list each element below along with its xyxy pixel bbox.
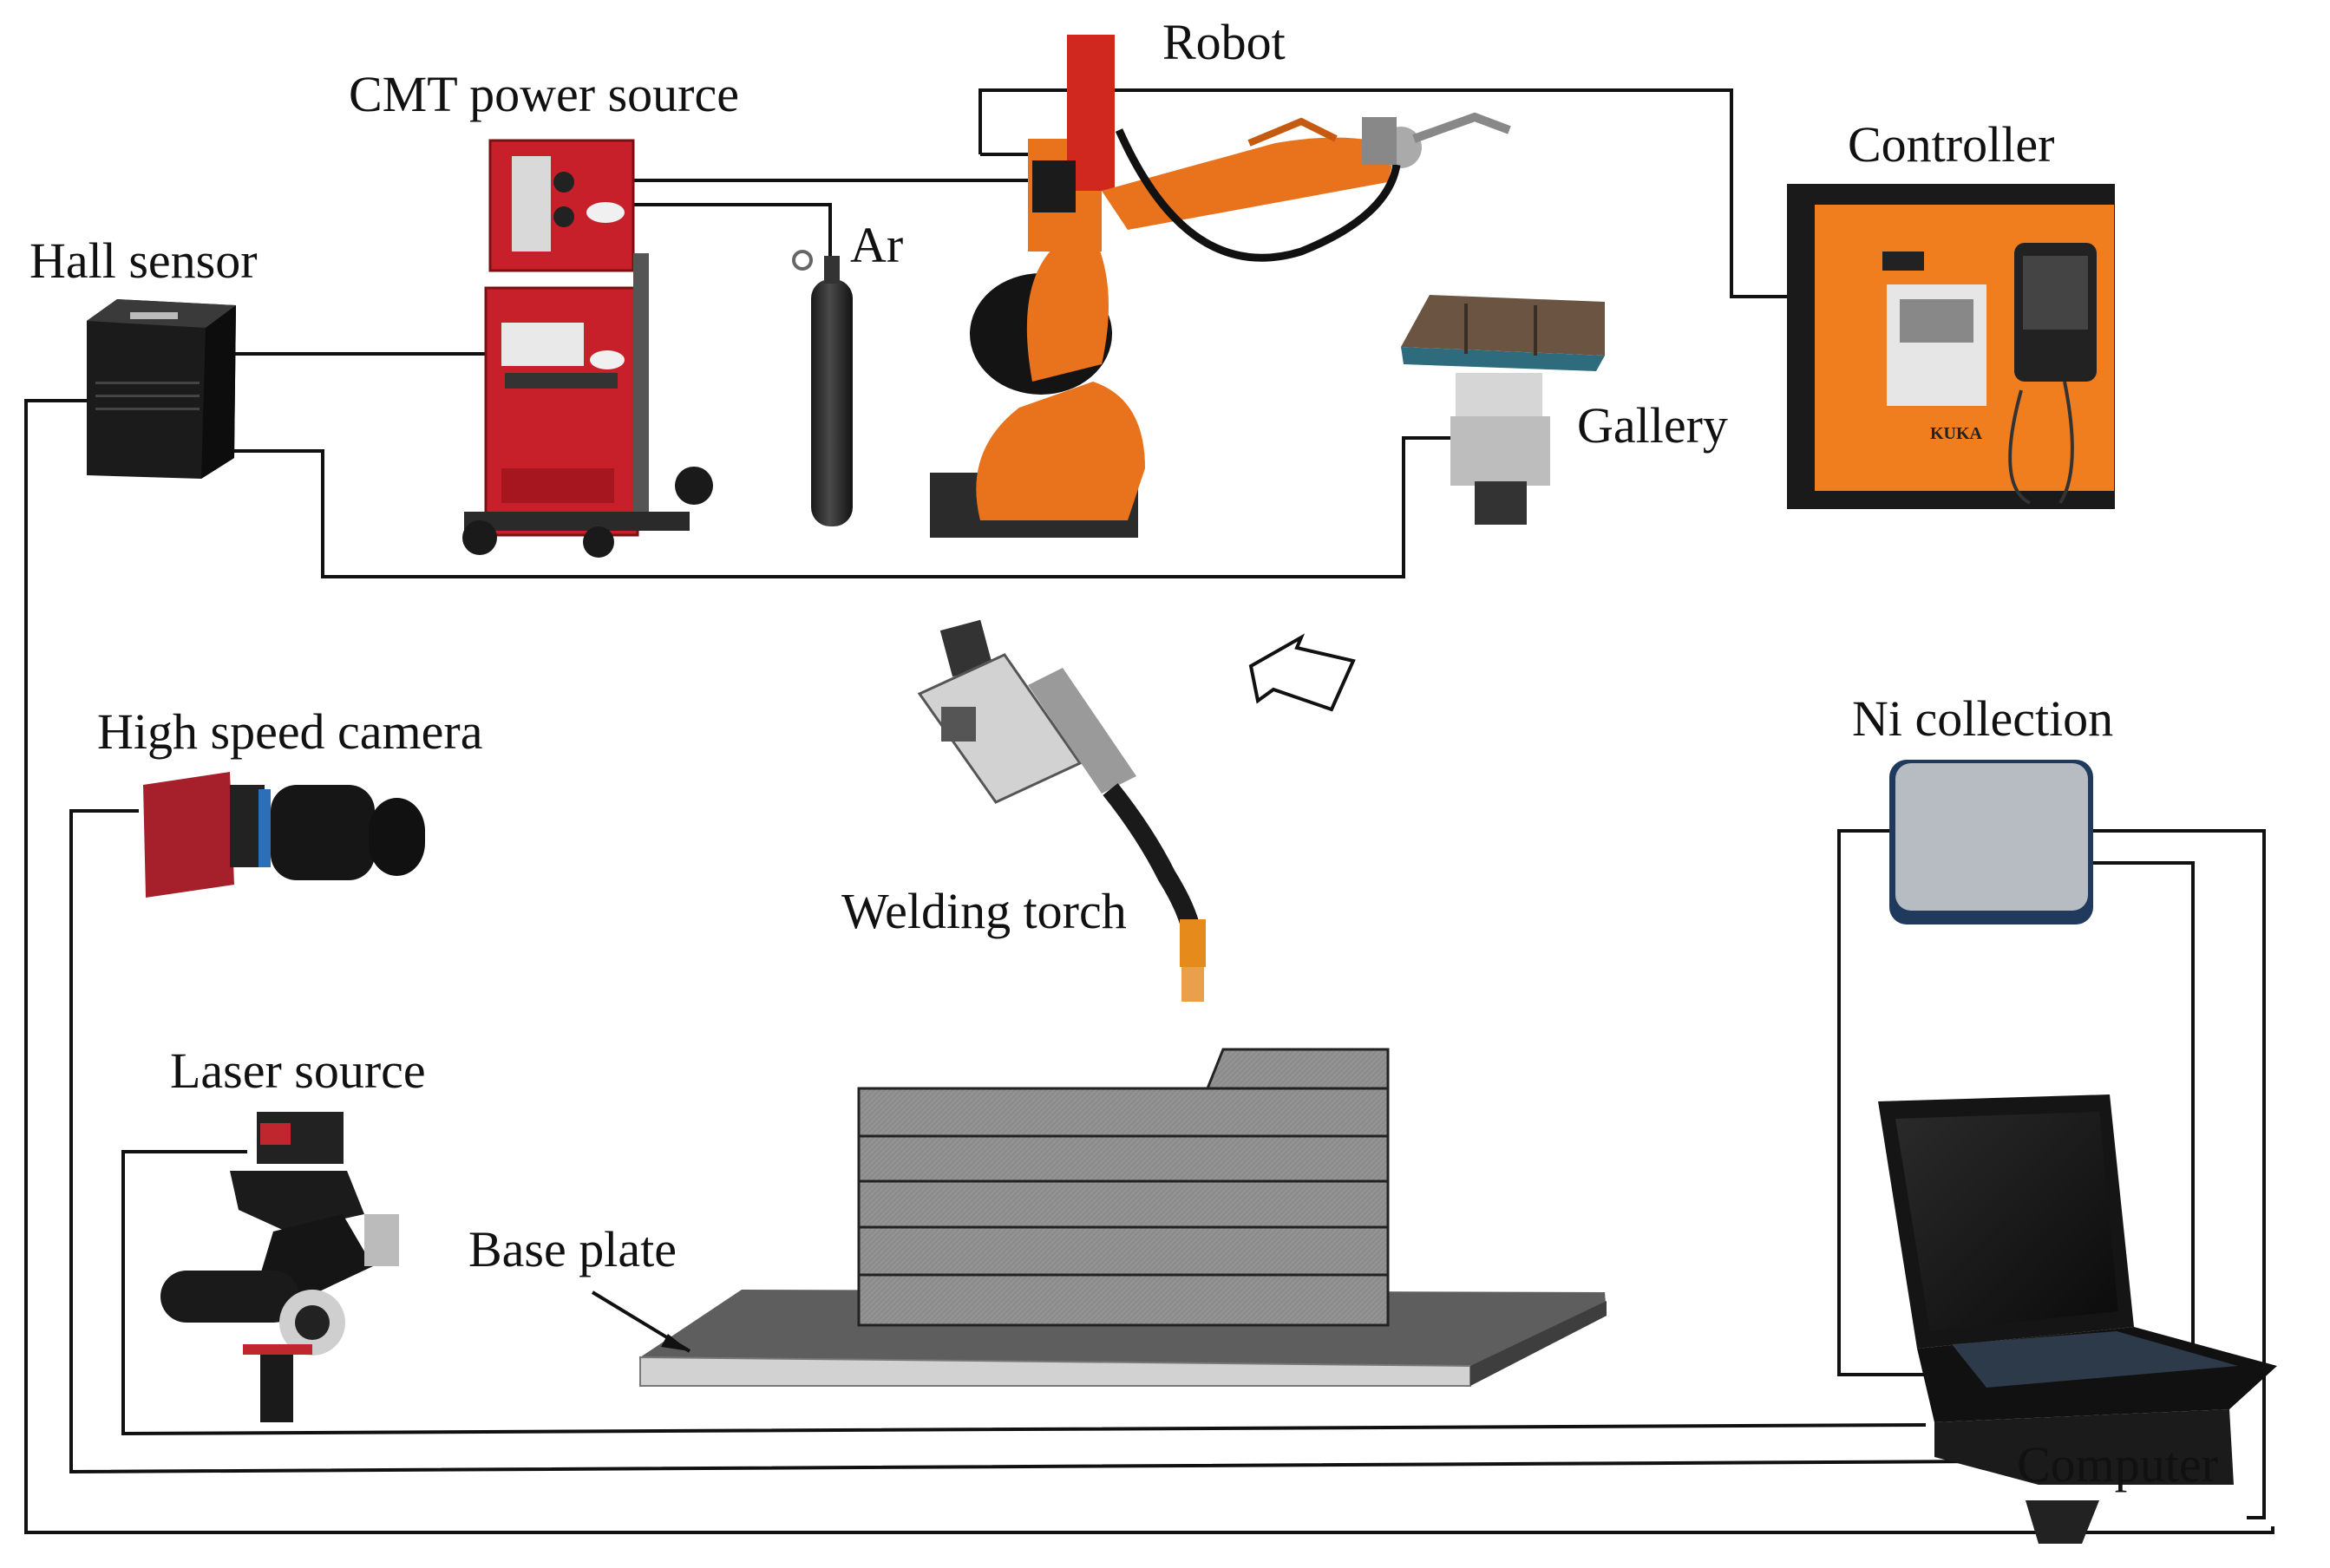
label-hall-sensor: Hall sensor <box>29 232 258 289</box>
gallery-positioner-icon <box>1401 295 1605 525</box>
welding-torch-icon <box>917 619 1206 1002</box>
cable-hall-to-computer <box>24 399 2274 1534</box>
high-speed-camera-icon <box>143 772 425 898</box>
label-robot: Robot <box>1162 14 1286 70</box>
label-high-speed-camera: High speed camera <box>97 703 483 760</box>
label-laser-source: Laser source <box>170 1042 426 1099</box>
deposited-layers <box>857 1048 1390 1327</box>
label-gallery: Gallery <box>1577 397 1728 454</box>
deposit-and-plate <box>591 1048 1607 1387</box>
label-base-plate: Base plate <box>468 1221 677 1277</box>
cmt-power-source-icon <box>462 139 713 558</box>
label-controller: Controller <box>1848 116 2055 173</box>
connection-cables <box>24 88 2274 1534</box>
cable-robot-to-controller <box>978 88 1796 298</box>
ni-collection-box-icon <box>1889 760 2093 924</box>
label-cmt-power-source: CMT power source <box>349 66 739 122</box>
label-welding-torch: Welding torch <box>841 883 1127 939</box>
label-ar: Ar <box>850 217 904 273</box>
controller-cabinet-icon: KUKA <box>1787 184 2115 509</box>
cable-power-to-ar <box>633 203 832 260</box>
argon-cylinder-icon <box>792 250 853 526</box>
controller-brand-text: KUKA <box>1930 424 1983 443</box>
hall-sensor-box-icon <box>87 299 236 479</box>
cable-laser-to-computer <box>121 1150 1927 1436</box>
cable-camera-to-computer <box>69 809 1987 1474</box>
robot-arm-icon <box>930 35 1511 538</box>
label-ni-collection: Ni collection <box>1852 690 2114 747</box>
laser-source-icon <box>160 1112 399 1422</box>
laptop-computer-icon <box>1878 1094 2277 1544</box>
label-computer: Computer <box>2017 1436 2218 1493</box>
cable-ni-to-computer <box>1837 829 1934 1376</box>
hollow-arrow-icon <box>1248 633 1356 712</box>
cable-hall-to-gallery <box>227 436 1456 578</box>
